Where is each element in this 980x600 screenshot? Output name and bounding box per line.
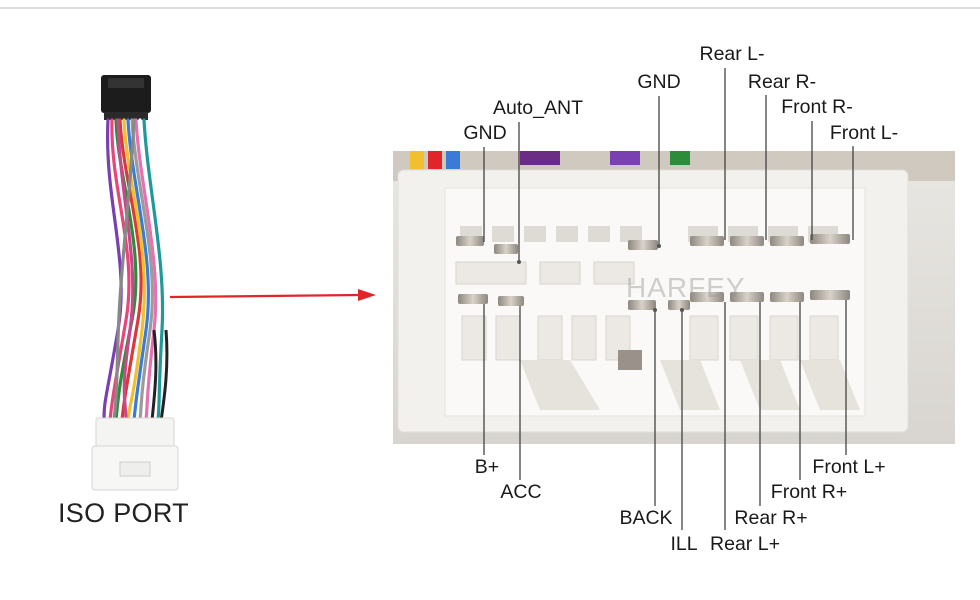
- label-rear-r-plus: Rear R+: [734, 507, 808, 529]
- leader-lines: [483, 68, 854, 530]
- label-front-l-minus: Front L-: [829, 122, 899, 144]
- label-gnd-left: GND: [463, 122, 507, 144]
- pin-dots: [517, 244, 684, 312]
- label-gnd-mid: GND: [637, 71, 681, 93]
- label-auto-ant: Auto_ANT: [493, 97, 583, 119]
- label-front-r-minus: Front R-: [781, 96, 853, 118]
- connector-photo: [393, 151, 955, 444]
- label-front-l-plus: Front L+: [812, 456, 886, 478]
- label-back: BACK: [619, 507, 673, 529]
- iso-harness-image: [91, 75, 179, 491]
- watermark: HARFEY: [626, 272, 746, 303]
- label-front-r-plus: Front R+: [770, 481, 848, 503]
- top-divider: [0, 7, 980, 9]
- label-ill: ILL: [670, 533, 698, 555]
- label-rear-l-plus: Rear L+: [710, 533, 780, 555]
- label-b-plus: B+: [474, 456, 500, 478]
- arrow-to-connector: [169, 289, 376, 301]
- label-rear-l-minus: Rear L-: [699, 43, 765, 65]
- label-acc: ACC: [500, 481, 542, 503]
- label-rear-r-minus: Rear R-: [747, 71, 817, 93]
- iso-port-caption: ISO PORT: [58, 498, 189, 528]
